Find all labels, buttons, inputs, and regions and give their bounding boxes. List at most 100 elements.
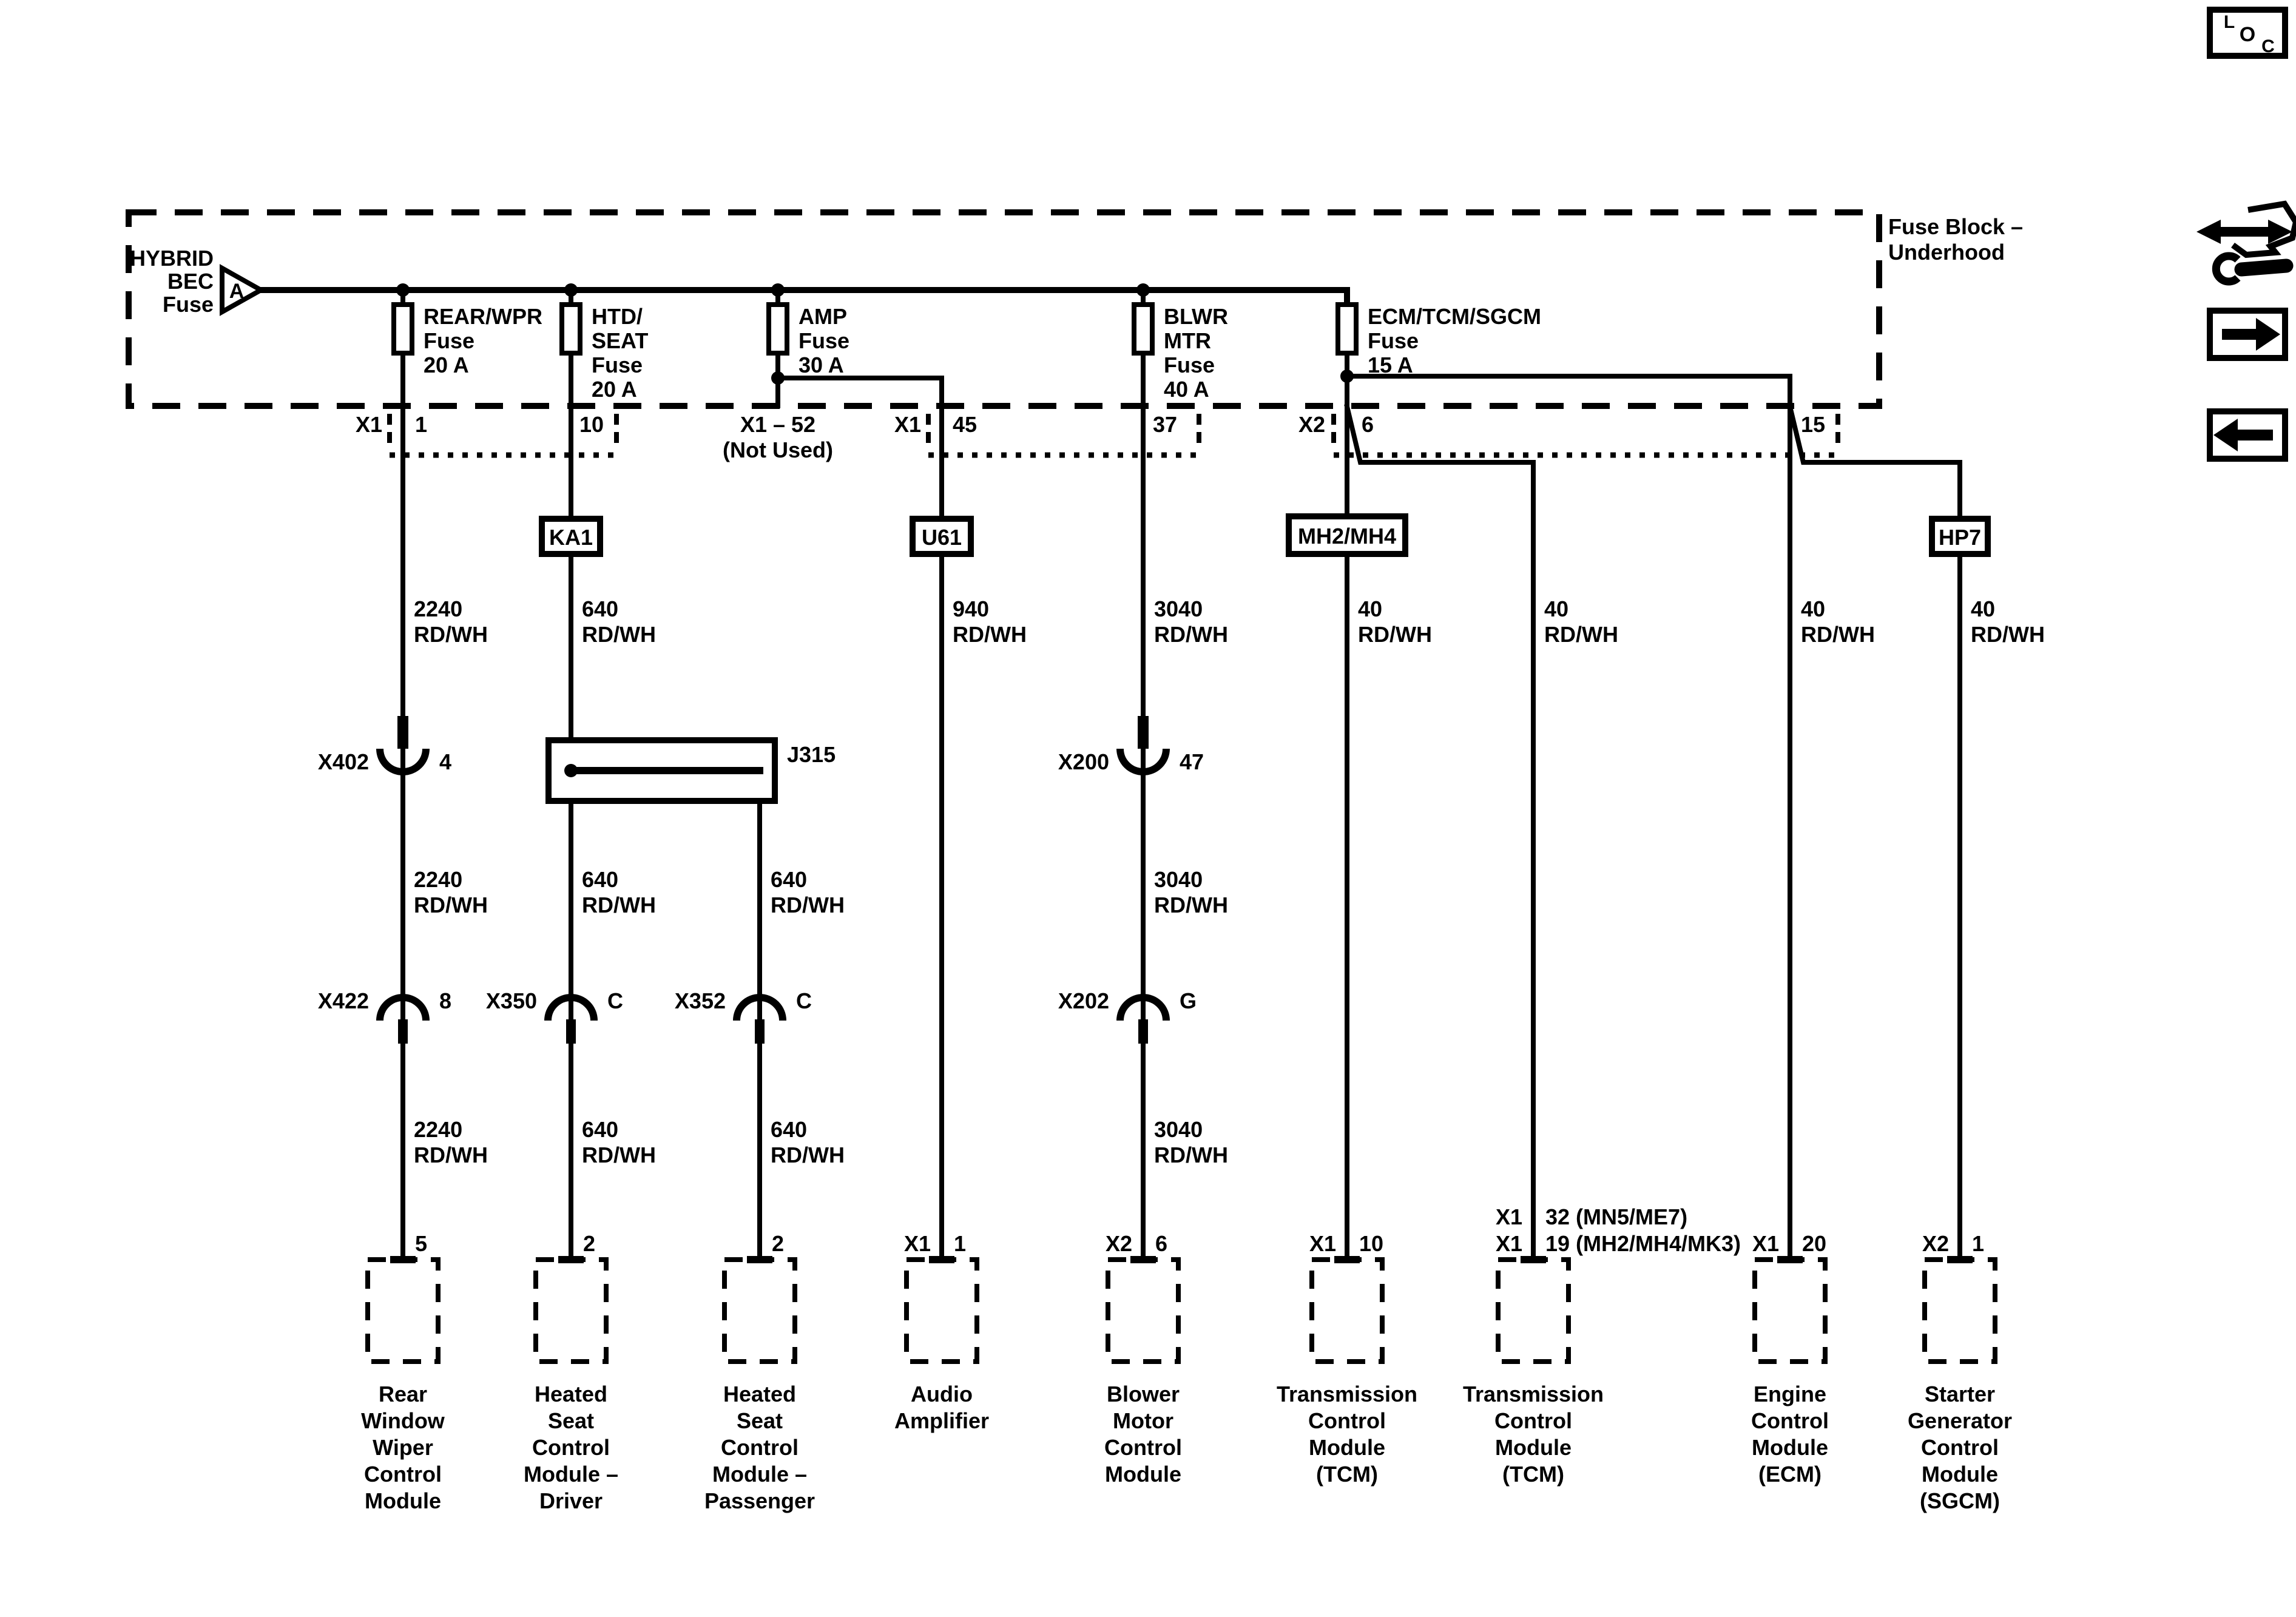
loc-button[interactable]: L O C — [2207, 7, 2288, 59]
pin-number: C — [607, 988, 623, 1013]
wrench-icon — [2212, 252, 2241, 286]
module-heated-seat-driver: 2 Heated Seat Control Module – Driver — [524, 1231, 618, 1513]
previous-page-box[interactable] — [2207, 408, 2288, 462]
splice-id: U61 — [922, 525, 962, 550]
connector-name: X1 — [894, 412, 921, 437]
wire-gauge: 640 — [582, 1117, 618, 1142]
junction-dot — [1340, 370, 1354, 383]
connector-name: X202 — [1058, 988, 1109, 1013]
feed-triangle-letter: A — [229, 280, 245, 303]
previous-page-button[interactable] — [2207, 408, 2288, 462]
right-arrow-shaft — [2222, 329, 2257, 340]
module-name: Starter — [1925, 1382, 1995, 1406]
module-name: (TCM) — [1316, 1462, 1378, 1487]
module-name: Seat — [737, 1408, 783, 1433]
connector-name: X1 — [356, 412, 382, 437]
module-name: Control — [1104, 1435, 1182, 1460]
next-page-button[interactable] — [2207, 308, 2288, 361]
fuse-label: Fuse — [1164, 353, 1215, 377]
fuse-block-title-line1: Fuse Block – — [1888, 214, 2023, 239]
module-name: Control — [364, 1462, 442, 1487]
junction-dot — [564, 283, 578, 297]
module-pin-tick — [929, 1256, 954, 1263]
fuse-label: MTR — [1164, 328, 1211, 353]
module-name: Seat — [548, 1408, 594, 1433]
connector-name: X422 — [318, 988, 369, 1013]
module-tcm-2: X1 32 (MN5/ME7) X1 19 (MH2/MH4/MK3) Tran… — [1463, 1204, 1741, 1487]
wire-gauge: 3040 — [1154, 1117, 1203, 1142]
wire-gauge: 2240 — [414, 1117, 462, 1142]
wire-color: RD/WH — [1544, 622, 1618, 647]
pin-number: G — [1180, 988, 1197, 1013]
fuse-label: REAR/WPR — [424, 304, 542, 329]
wire-color: RD/WH — [1154, 622, 1228, 647]
module-rear-window-wiper: 5 Rear Window Wiper Control Module — [361, 1231, 445, 1513]
fuse-label: 30 A — [799, 353, 844, 377]
junction-dot — [771, 371, 785, 385]
pin-number: 10 — [1359, 1231, 1383, 1256]
fuse-rear-wpr: REAR/WPR Fuse 20 A — [391, 302, 542, 377]
module-name: Motor — [1113, 1408, 1173, 1433]
pin-number: 8 — [439, 988, 451, 1013]
wire-gauge: 40 — [1801, 596, 1825, 621]
wire-color: RD/WH — [414, 622, 488, 647]
pin-number: 1 — [415, 412, 427, 437]
pin-number: 6 — [1155, 1231, 1167, 1256]
module-audio-amplifier: X1 1 Audio Amplifier — [894, 1231, 989, 1433]
pin-number: 5 — [415, 1231, 427, 1256]
module-ecm: X1 20 Engine Control Module (ECM) — [1751, 1231, 1829, 1487]
feed-label-line2: BEC — [167, 269, 214, 294]
double-arrow-left-head — [2196, 220, 2221, 244]
sidebar-controls: L O C — [2196, 7, 2296, 462]
pin-number: 45 — [953, 412, 977, 437]
module-box — [904, 1257, 979, 1364]
pin-number: 19 (MH2/MH4/MK3) — [1545, 1231, 1741, 1256]
module-name: Control — [1921, 1435, 1999, 1460]
wire-color: RD/WH — [1154, 1143, 1228, 1167]
next-page-box[interactable] — [2207, 308, 2288, 361]
module-blower-motor: X2 6 Blower Motor Control Module — [1104, 1231, 1182, 1487]
fuse-symbol — [1335, 302, 1359, 356]
splice-ka1: KA1 — [539, 516, 603, 557]
splice-u61: U61 — [910, 516, 974, 557]
terminal-pin — [1138, 1019, 1148, 1044]
fuse-block-outline — [126, 209, 1882, 409]
module-name: Module – — [712, 1462, 807, 1487]
fuse-symbol — [559, 302, 582, 356]
splice-box — [1929, 516, 1991, 557]
not-used-line1: X1 – 52 — [740, 412, 815, 437]
connector-name: X2 — [1106, 1231, 1132, 1256]
left-arrow-shaft — [2238, 430, 2273, 441]
junction-dot — [396, 283, 410, 297]
connector-name: X200 — [1058, 749, 1109, 774]
pin-52-not-used: X1 – 52 (Not Used) — [723, 412, 833, 462]
pin-number: 1 — [1972, 1231, 1984, 1256]
feed-label-line1: HYBRID — [130, 246, 214, 271]
wire-amp-to-amplifier — [775, 376, 944, 1262]
feed-label-line3: Fuse — [163, 292, 214, 317]
wire-gauge: 40 — [1358, 596, 1382, 621]
fuse-block-connectors: X1 1 10 X1 – 52 (Not Used) X1 45 37 X2 6… — [356, 412, 1840, 462]
module-name: Control — [1751, 1408, 1829, 1433]
loc-letter-c: C — [2261, 36, 2275, 56]
loc-box[interactable] — [2207, 7, 2288, 59]
module-pin-tick — [558, 1256, 584, 1263]
wire-color: RD/WH — [771, 893, 845, 917]
fuse-block-title-line2: Underhood — [1888, 240, 2005, 265]
fuse-blwr-mtr: BLWR MTR Fuse 40 A — [1132, 302, 1228, 402]
module-name: Passenger — [704, 1488, 815, 1513]
fuse-label: 20 A — [592, 377, 637, 402]
wire-gauge: 2240 — [414, 596, 462, 621]
connector-name: X402 — [318, 749, 369, 774]
fuse-label: Fuse — [592, 353, 643, 377]
repair-navigation-button[interactable] — [2196, 200, 2296, 286]
fuse-ecm-tcm-sgcm: ECM/TCM/SGCM Fuse 15 A — [1335, 302, 1541, 377]
module-name: Blower — [1107, 1382, 1180, 1406]
splice-box — [1286, 513, 1408, 557]
wire-color: RD/WH — [953, 622, 1027, 647]
terminal-pin — [398, 1019, 408, 1044]
module-box — [1922, 1257, 1997, 1364]
module-pin-tick — [1521, 1256, 1546, 1263]
fuse-symbol — [391, 302, 414, 356]
loc-letter-l: L — [2224, 12, 2235, 32]
